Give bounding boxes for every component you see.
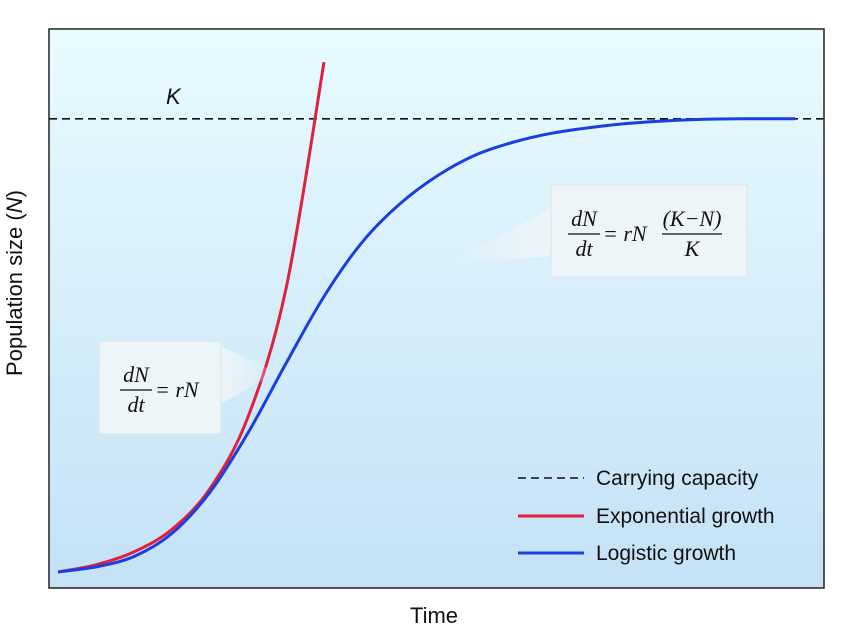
exponential-eq-rhs: = rN (155, 377, 200, 402)
series-exponential-growth (57, 61, 326, 574)
logistic-eq-paren-num: (K−N) (663, 206, 722, 231)
legend-label-exponential-growth: Exponential growth (596, 505, 775, 528)
logistic-eq-paren-den: K (684, 236, 701, 261)
logistic-callout-pointer (448, 208, 551, 264)
y-axis-title-text: Population size ( (2, 213, 27, 376)
logistic-eq-den: dt (575, 236, 593, 261)
exponential-callout-pointer (220, 346, 277, 404)
x-axis-title: Time (410, 603, 458, 628)
y-axis-title-close: ) (2, 190, 27, 197)
series-logistic-growth (57, 117, 796, 574)
logistic-equation-box (550, 184, 748, 278)
exponential-eq-den: dt (127, 392, 145, 417)
y-axis-title: Population size (N) (2, 190, 27, 376)
exponential-eq-num: dN (123, 362, 150, 387)
logistic-eq-num: dN (571, 206, 598, 231)
legend-label-logistic-growth: Logistic growth (596, 542, 736, 565)
legend: Carrying capacity Exponential growth Log… (518, 467, 775, 565)
legend-label-carrying-capacity: Carrying capacity (596, 467, 759, 490)
logistic-eq-rhs: = rN (603, 221, 648, 246)
exponential-equation-box (98, 340, 222, 435)
y-axis-title-var: N (2, 197, 27, 213)
plot-area (48, 28, 825, 589)
k-label: K (166, 84, 182, 109)
